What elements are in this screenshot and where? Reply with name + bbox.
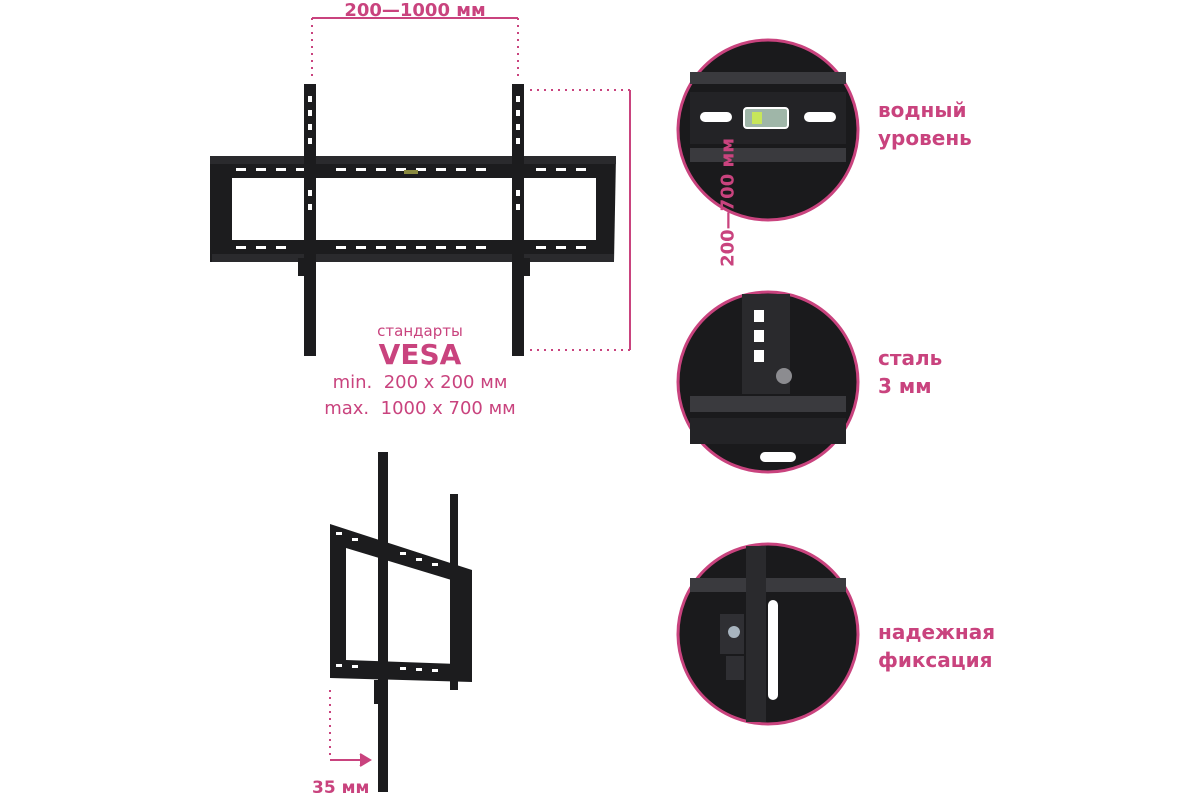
feature-lock-line2: фиксация [878,648,993,672]
feature-label-lock: надежная фиксация [878,618,995,674]
bracket-side-view [330,452,472,792]
vertical-dimension-lines [530,89,631,351]
detail-circle-water-level [676,38,860,222]
vesa-max-label: max. [324,398,370,419]
vesa-max-row: max. 1000 x 700 мм [300,396,540,422]
detail-circle-lock [676,542,860,726]
depth-arrow [329,690,372,767]
vesa-min-label: min. [332,372,373,393]
feature-water-level-line1: водный [878,98,967,122]
vertical-dimension-label: 200—700 мм [717,138,739,267]
vesa-min-value: 200 x 200 мм [383,372,508,393]
feature-label-steel: сталь 3 мм [878,344,942,400]
feature-label-water-level: водный уровень [878,96,972,152]
depth-label: 35 мм [312,778,370,798]
vesa-title: VESA [378,338,462,371]
detail-circle-steel [676,290,860,474]
feature-lock-line1: надежная [878,620,996,644]
feature-steel-line2: 3 мм [878,374,932,398]
bracket-front-view [210,84,616,356]
feature-water-level-line2: уровень [878,126,972,150]
feature-steel-line1: сталь [878,346,943,370]
vesa-min-row: min. 200 x 200 мм [300,370,540,396]
horizontal-dimension-label: 200—1000 мм [344,0,486,21]
vesa-caption: стандарты [377,322,463,340]
horizontal-dimension-lines [311,17,519,80]
vesa-info: стандарты VESA min. 200 x 200 мм max. 10… [300,322,540,422]
vesa-max-value: 1000 x 700 мм [380,398,516,419]
